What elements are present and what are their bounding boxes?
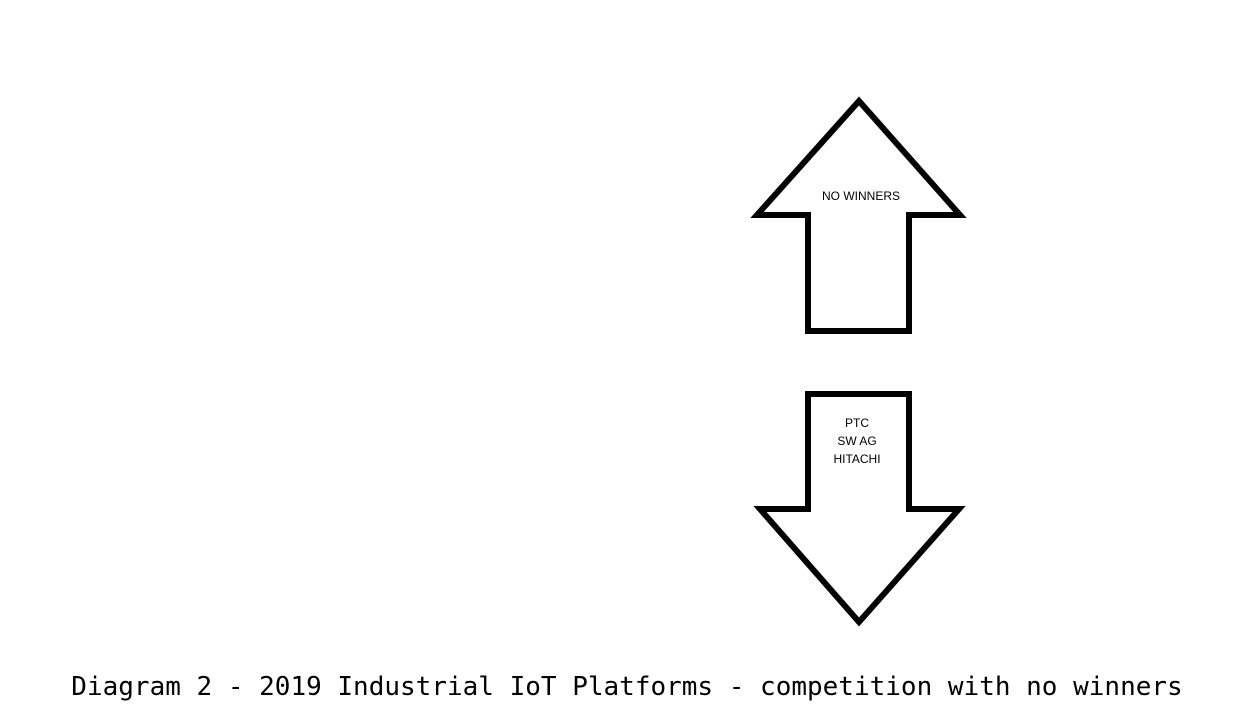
down-arrow-shape xyxy=(753,391,966,627)
down-arrow-label-line-3: HITACHI xyxy=(833,452,880,466)
down-arrow-label-line-1: PTC xyxy=(845,416,869,430)
down-arrow: PTC SW AG HITACHI xyxy=(753,391,966,627)
down-arrow-label-line-2: SW AG xyxy=(837,434,876,448)
diagram-caption: Diagram 2 - 2019 Industrial IoT Platform… xyxy=(71,672,1183,702)
up-arrow: NO WINNERS xyxy=(750,96,967,334)
up-arrow-label: NO WINNERS xyxy=(822,189,900,203)
up-arrow-shape xyxy=(750,96,967,334)
